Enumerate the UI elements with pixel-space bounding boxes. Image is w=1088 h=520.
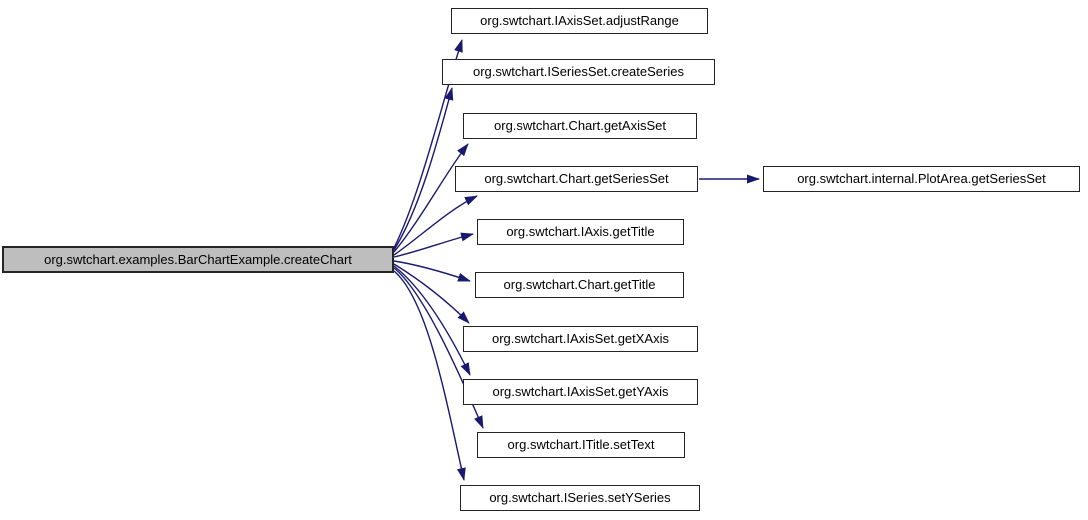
node-chart-getaxisset[interactable]: org.swtchart.Chart.getAxisSet — [463, 113, 697, 139]
node-plotarea-getseriesset[interactable]: org.swtchart.internal.PlotArea.getSeries… — [763, 166, 1080, 192]
node-iaxis-gettitle[interactable]: org.swtchart.IAxis.getTitle — [477, 219, 684, 245]
node-iseries-setyseries[interactable]: org.swtchart.ISeries.setYSeries — [460, 485, 700, 511]
edge-createchart-getyaxis — [393, 265, 471, 376]
node-chart-gettitle[interactable]: org.swtchart.Chart.getTitle — [475, 272, 684, 298]
node-iseriesset-createseries[interactable]: org.swtchart.ISeriesSet.createSeries — [442, 59, 715, 85]
edge-createchart-chart-gettitle — [393, 260, 471, 282]
node-barchartexample-createchart: org.swtchart.examples.BarChartExample.cr… — [2, 246, 394, 273]
edge-createchart-setyseries — [393, 270, 466, 481]
edge-createchart-getaxisset — [393, 143, 469, 253]
edge-createchart-iaxis-gettitle — [393, 232, 474, 258]
edge-createchart-settext — [393, 267, 484, 429]
node-iaxisset-adjustrange[interactable]: org.swtchart.IAxisSet.adjustRange — [451, 8, 708, 34]
node-iaxisset-getxaxis[interactable]: org.swtchart.IAxisSet.getXAxis — [463, 326, 698, 352]
node-iaxisset-getyaxis[interactable]: org.swtchart.IAxisSet.getYAxis — [463, 379, 698, 405]
edge-createchart-getxaxis — [393, 263, 470, 324]
edge-createchart-createseries — [393, 87, 454, 251]
node-ititle-settext[interactable]: org.swtchart.ITitle.setText — [477, 432, 685, 458]
edge-createchart-getseriesset — [393, 195, 478, 256]
node-chart-getseriesset[interactable]: org.swtchart.Chart.getSeriesSet — [455, 166, 698, 192]
